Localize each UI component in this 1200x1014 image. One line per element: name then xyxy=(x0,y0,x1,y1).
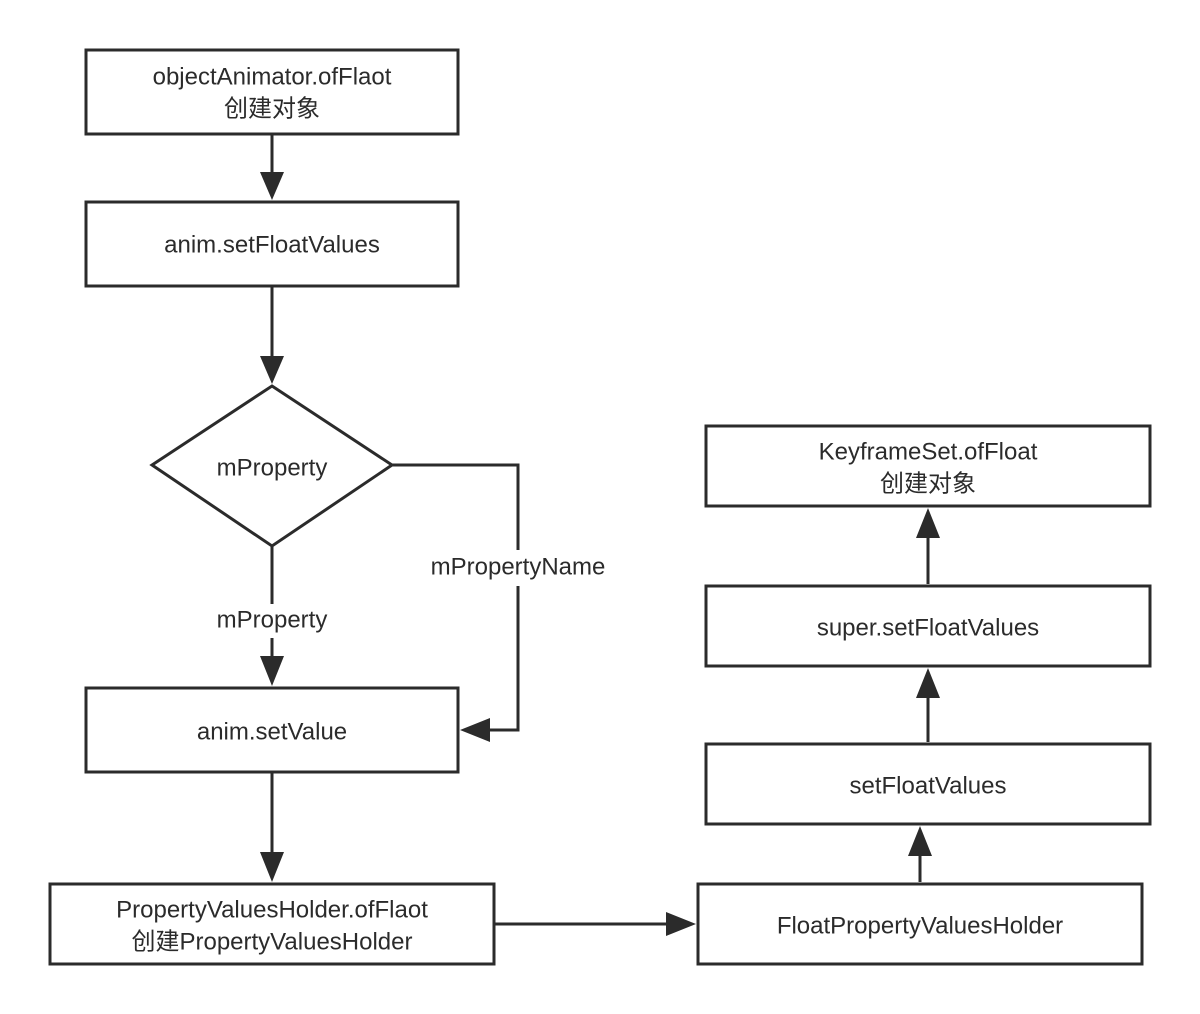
arrowhead xyxy=(666,912,696,936)
edge-label-mproperty-text: mProperty xyxy=(217,606,328,633)
node-pvh-set-float-values-label: setFloatValues xyxy=(850,772,1007,799)
arrowhead xyxy=(908,826,932,856)
connector-setfloat-to-decision xyxy=(260,286,284,384)
connector-decision-to-setvalue xyxy=(260,546,284,686)
connector-setvalue-to-pvh xyxy=(260,772,284,882)
node-pvh-of-float-line1: PropertyValuesHolder.ofFlaot xyxy=(116,896,428,923)
node-pvh-of-float: PropertyValuesHolder.ofFlaot 创建PropertyV… xyxy=(48,882,496,966)
connector-decision-right-to-setvalue xyxy=(392,463,520,742)
node-float-pvh: FloatPropertyValuesHolder xyxy=(696,882,1144,966)
connector-floatpvh-to-setfloatvalues xyxy=(908,826,932,882)
arrowhead xyxy=(916,668,940,698)
node-set-float-values: anim.setFloatValues xyxy=(84,200,460,288)
arrowhead xyxy=(260,356,284,384)
node-create-animator: objectAnimator.ofFlaot 创建对象 xyxy=(84,48,460,136)
edge-label-mpropertyname: mPropertyName xyxy=(414,550,622,586)
node-super-set-float-values-label: super.setFloatValues xyxy=(817,614,1039,641)
connector-animator-to-setfloat xyxy=(260,134,284,200)
node-float-pvh-label: FloatPropertyValuesHolder xyxy=(777,912,1063,939)
arrowhead xyxy=(260,172,284,200)
node-keyframeset-of-float-line2: 创建对象 xyxy=(880,470,976,497)
node-set-value: anim.setValue xyxy=(84,686,460,774)
connector-pvh-to-floatpvh xyxy=(494,912,696,936)
edge-label-mpropertyname-text: mPropertyName xyxy=(431,553,606,580)
node-pvh-of-float-line2: 创建PropertyValuesHolder xyxy=(131,928,412,955)
node-decision-mproperty: mProperty xyxy=(149,384,395,548)
arrowhead xyxy=(260,852,284,882)
connector-super-to-keyframeset xyxy=(916,508,940,584)
connector-setfloatvalues-to-super xyxy=(916,668,940,742)
node-keyframeset-of-float-line1: KeyframeSet.ofFloat xyxy=(819,438,1038,465)
node-keyframeset-of-float: KeyframeSet.ofFloat 创建对象 xyxy=(704,424,1152,508)
node-decision-label: mProperty xyxy=(217,454,328,481)
arrowhead xyxy=(260,656,284,686)
node-set-value-label: anim.setValue xyxy=(197,718,347,745)
node-pvh-set-float-values: setFloatValues xyxy=(704,742,1152,826)
node-super-set-float-values: super.setFloatValues xyxy=(704,584,1152,668)
node-set-float-values-label: anim.setFloatValues xyxy=(164,231,380,258)
node-create-animator-line1: objectAnimator.ofFlaot xyxy=(153,63,392,90)
arrowhead xyxy=(460,718,490,742)
edge-label-mproperty: mProperty xyxy=(200,604,344,638)
node-create-animator-line2: 创建对象 xyxy=(224,95,320,122)
arrowhead xyxy=(916,508,940,538)
